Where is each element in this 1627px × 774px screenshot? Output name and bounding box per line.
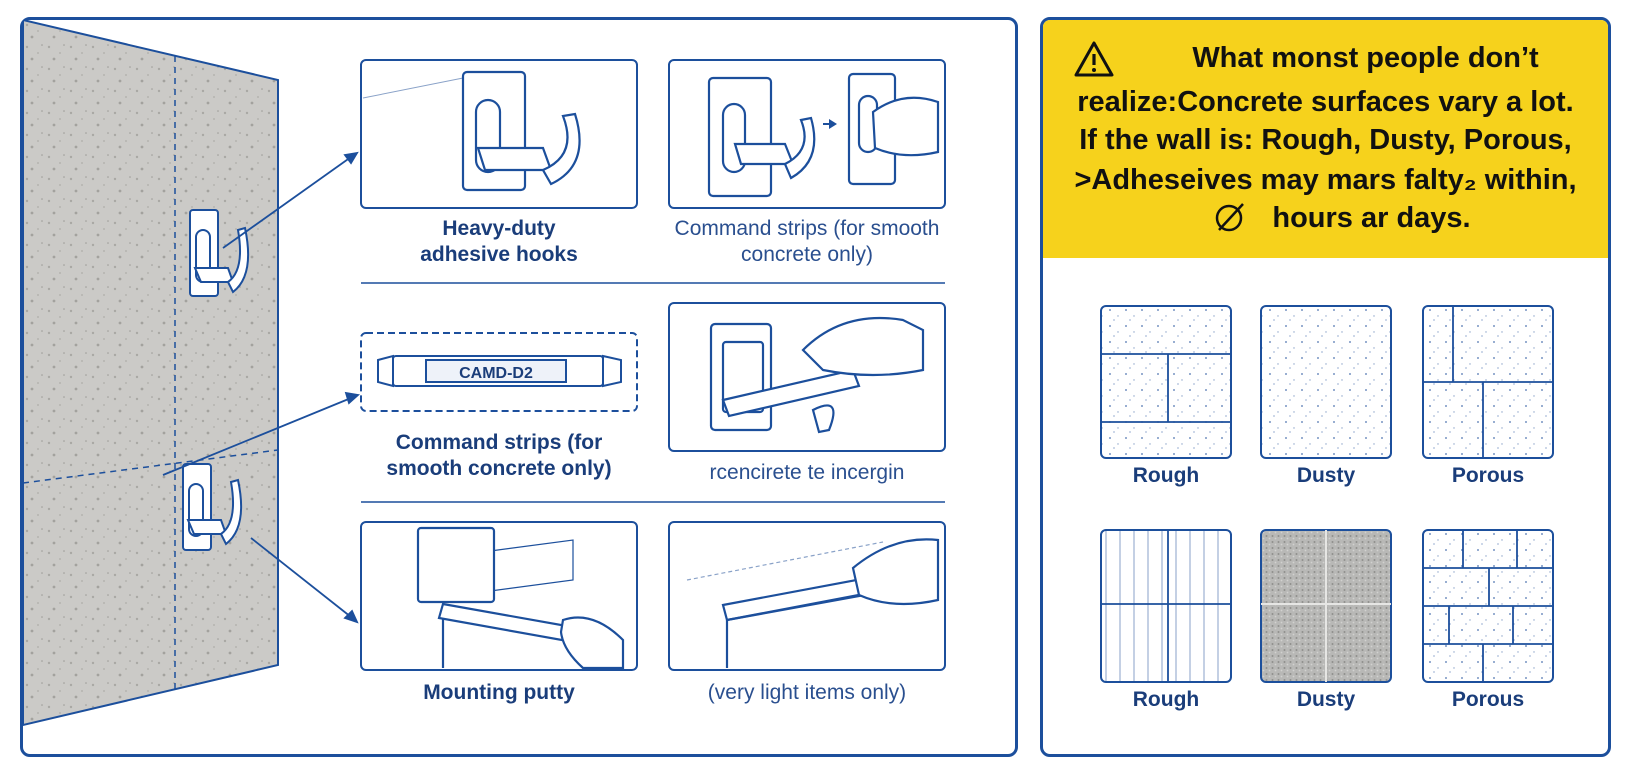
warning-line-1: What monst people don’t — [1192, 42, 1539, 74]
light-items-caption: (very light items only) — [707, 681, 907, 704]
command-strip-press-illustration — [668, 59, 946, 209]
texture-label-porous-1: Porous — [1451, 464, 1525, 487]
heavy-duty-caption: Heavy-duty adhesive hooks — [420, 217, 578, 267]
command-strips-caption-a: Command strips (for smooth concrete only… — [674, 217, 940, 267]
texture-dusty-1 — [1260, 305, 1392, 459]
arrow-to-strips — [162, 397, 352, 476]
warning-line-2: realize:Concrete surfaces vary a lot. — [1077, 86, 1574, 118]
arrow-to-putty — [250, 537, 352, 618]
texture-rough-2 — [1100, 529, 1232, 683]
strip-pull-illustration — [668, 302, 946, 452]
surface-texture-grid — [1100, 305, 1554, 683]
light-items-illustration — [668, 521, 946, 671]
texture-label-rough-2: Rough — [1132, 688, 1200, 711]
concrete-wall — [23, 20, 279, 727]
command-strip-package-illustration: CAMD-D2 — [360, 332, 638, 412]
warning-line-3: If the wall is: Rough, Dusty, Porous, — [1079, 124, 1572, 156]
wall-hook-top-icon — [189, 209, 250, 297]
warning-triangle-icon — [1074, 41, 1114, 77]
surface-warning-panel: What monst people don’t realize:Concrete… — [1040, 17, 1611, 757]
texture-porous-2 — [1422, 529, 1554, 683]
warning-line-4: >Adheseives may mars falty₂ within, — [1074, 164, 1577, 196]
texture-label-dusty-1: Dusty — [1296, 464, 1356, 487]
texture-label-rough-1: Rough — [1132, 464, 1200, 487]
texture-label-dusty-2: Dusty — [1296, 688, 1356, 711]
wall-hook-bottom-icon — [182, 463, 243, 551]
putty-caption: Mounting putty — [423, 681, 575, 704]
mounting-putty-illustration — [360, 521, 638, 671]
texture-label-porous-2: Porous — [1451, 688, 1525, 711]
command-strips-caption-b: Command strips (for smooth concrete only… — [386, 431, 612, 481]
warning-line-5: hours ar days. — [1272, 202, 1471, 234]
warning-banner: What monst people don’t realize:Concrete… — [1043, 20, 1608, 258]
texture-dusty-2 — [1260, 529, 1392, 683]
methods-illustration: CAMD-D2 — [23, 20, 946, 727]
texture-porous-1 — [1422, 305, 1554, 459]
no-entry-icon — [1215, 203, 1244, 232]
heavy-duty-hook-illustration — [360, 59, 638, 209]
arrow-to-hooks — [222, 156, 352, 249]
texture-rough-1 — [1100, 305, 1232, 459]
methods-panel: CAMD-D2 — [20, 17, 1018, 757]
reconcrete-caption: rcencirete te incergin — [709, 461, 905, 484]
strip-package-label: CAMD-D2 — [459, 365, 533, 382]
